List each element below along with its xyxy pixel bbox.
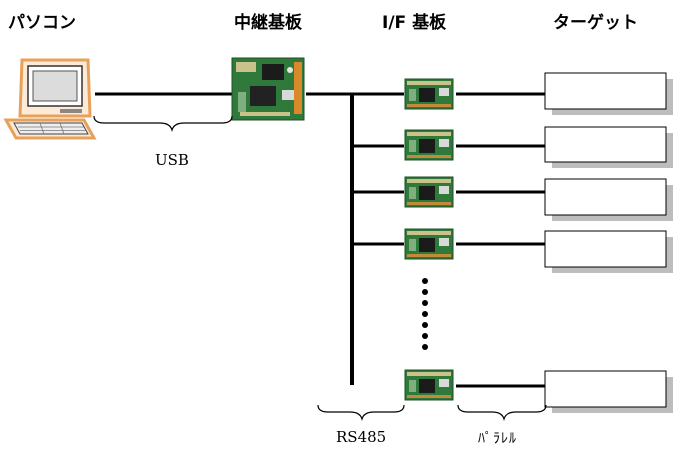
rs485-label: RS485 <box>336 428 387 446</box>
header-relay-board: 中継基板 <box>234 13 302 33</box>
continuation-dots <box>422 278 428 350</box>
parallel-brace <box>457 404 547 422</box>
rs485-brace <box>317 404 405 422</box>
parallel-label: ﾊﾟﾗﾚﾙ <box>478 431 517 447</box>
connection-lines <box>95 92 545 388</box>
header-pc: パソコン <box>8 13 76 33</box>
target-box-3 <box>544 178 673 221</box>
if-board-icon-5 <box>404 369 454 401</box>
target-box-4 <box>544 230 673 273</box>
header-target: ターゲット <box>553 13 638 33</box>
if-board-icon-1 <box>404 78 454 110</box>
if-board-icon-4 <box>404 228 454 260</box>
target-box-5 <box>544 370 673 413</box>
header-if-board: I/F 基板 <box>382 13 447 33</box>
target-box-2 <box>544 126 673 168</box>
desktop-computer-icon <box>3 58 97 140</box>
usb-brace <box>93 115 233 133</box>
if-board-icon-2 <box>404 129 454 161</box>
target-box-1 <box>544 72 673 115</box>
usb-label: USB <box>155 151 189 169</box>
circuit-board-icon <box>231 57 305 121</box>
if-board-icon-3 <box>404 176 454 208</box>
